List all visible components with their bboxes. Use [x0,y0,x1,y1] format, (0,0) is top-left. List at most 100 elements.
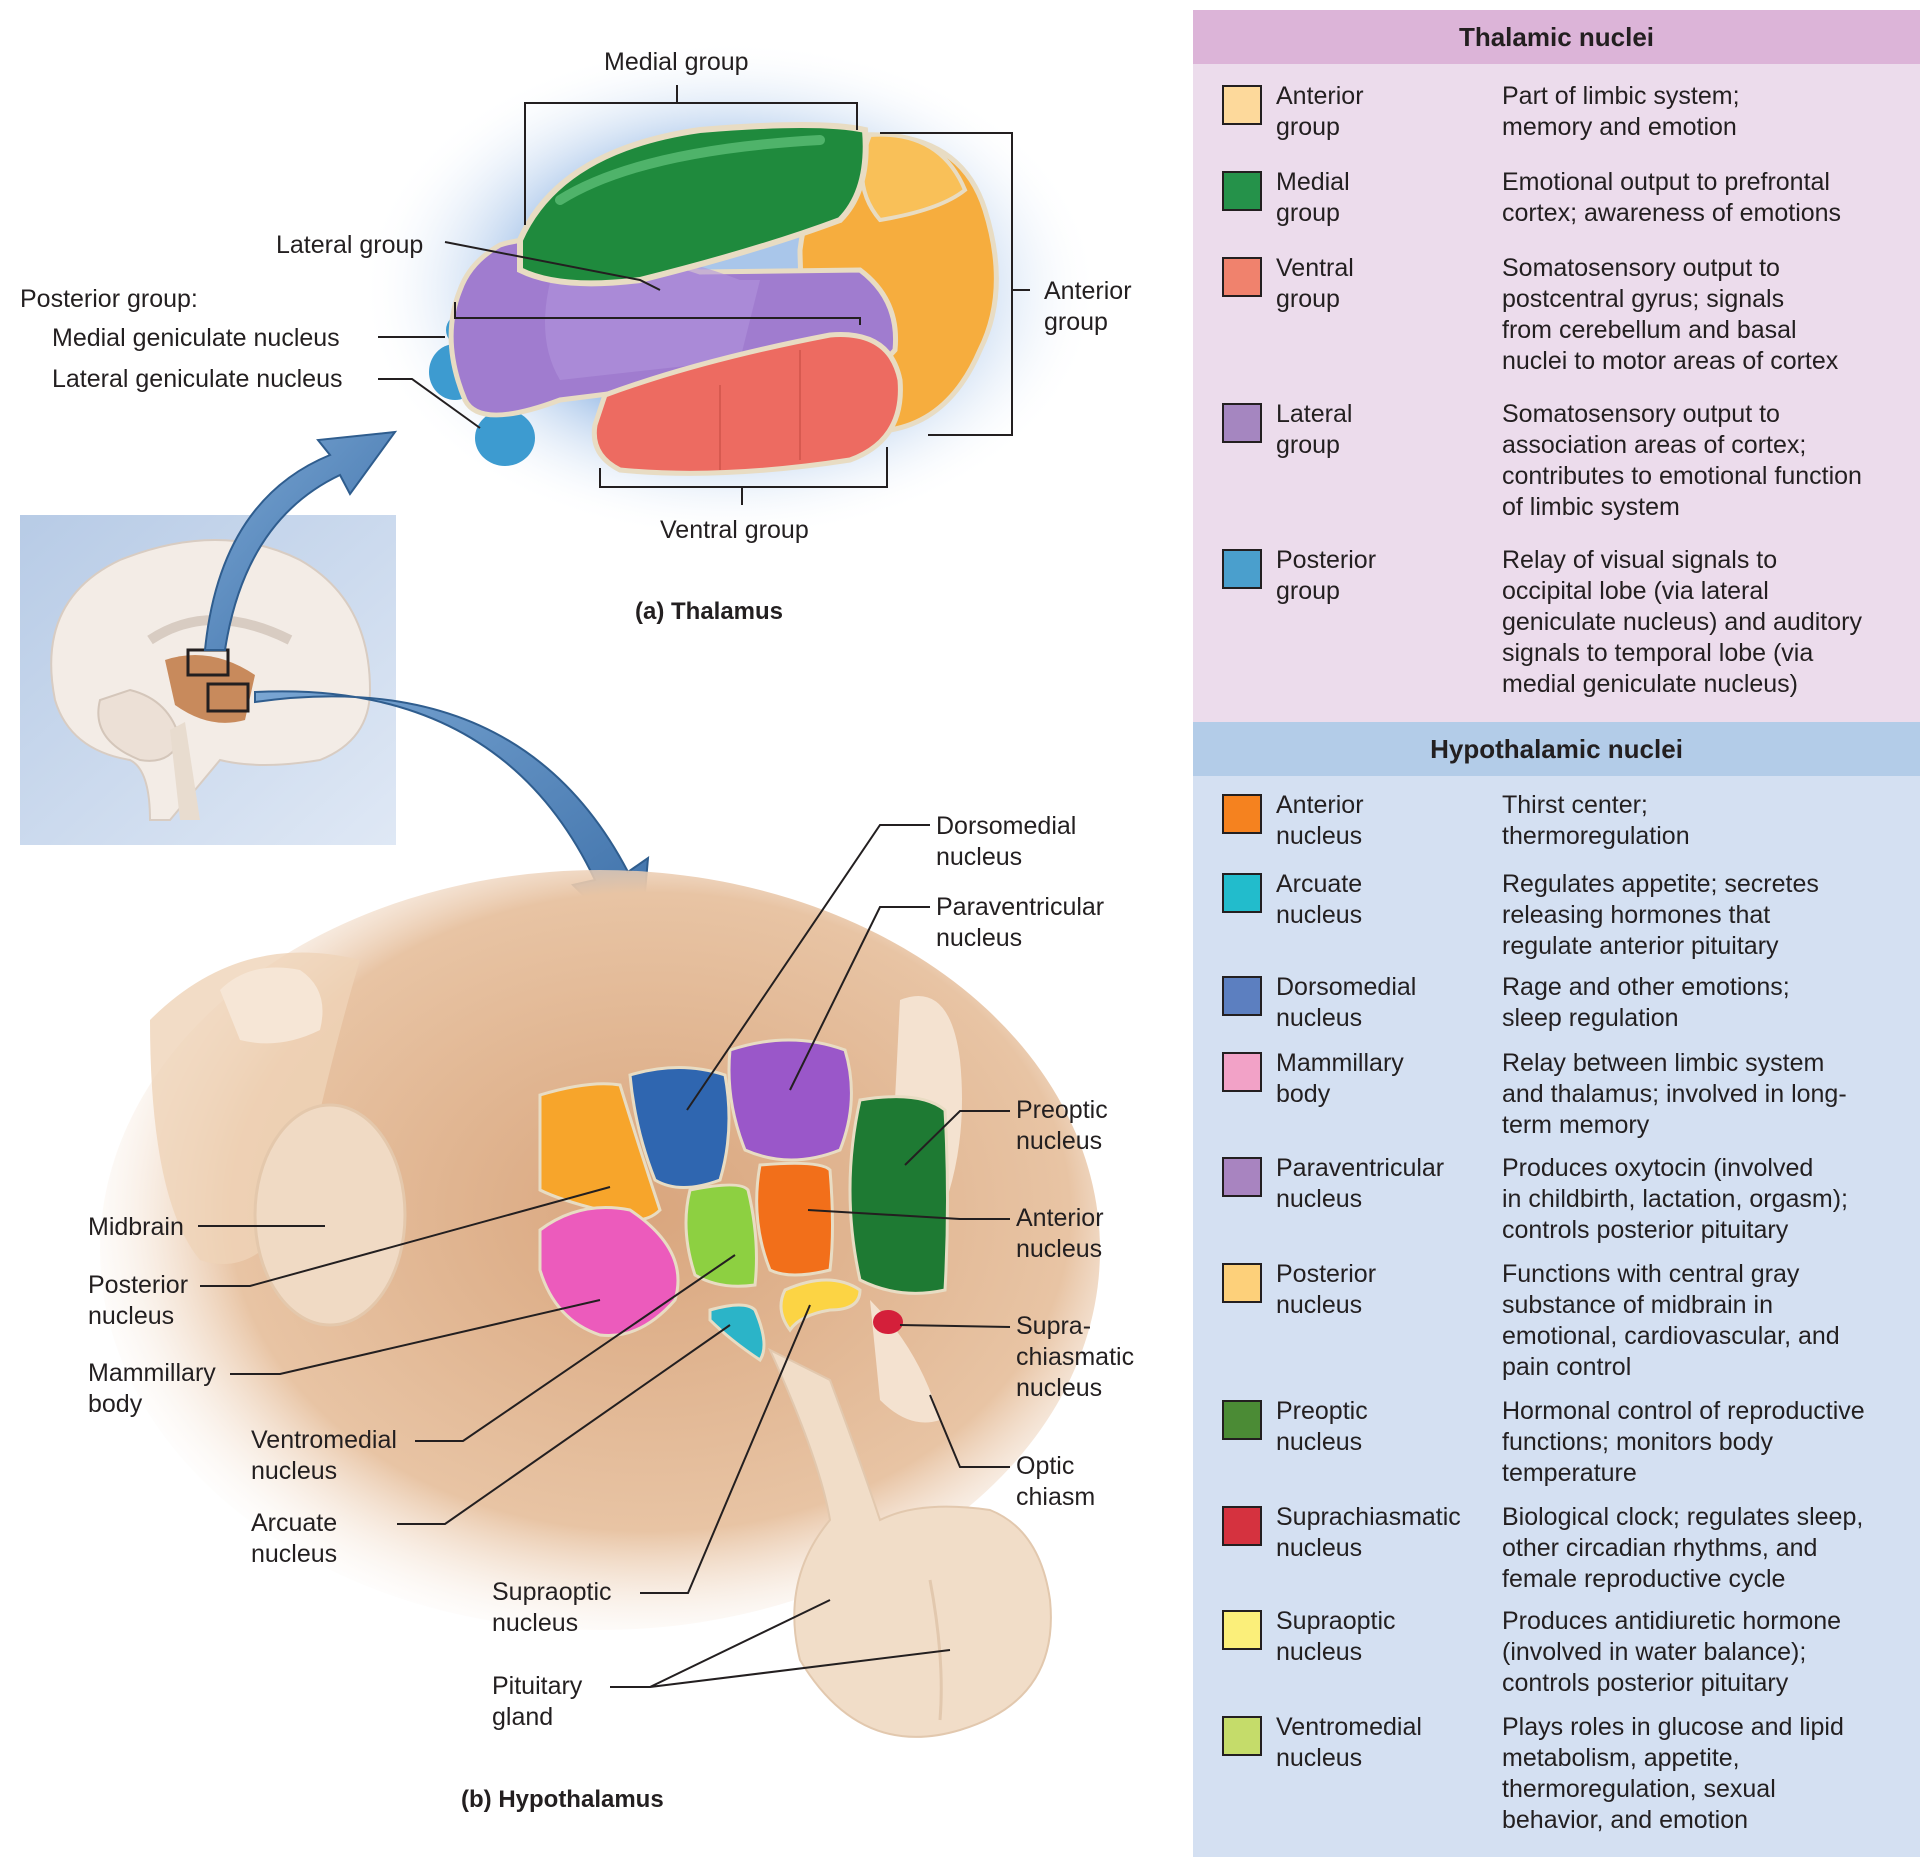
nucleus-function-line: Plays roles in glucose and lipid [1502,1713,1844,1741]
nucleus-name-line: Posterior [1276,1260,1377,1288]
nucleus-name-line: Lateral [1276,400,1353,428]
suprachiasmatic-nucleus-shape [873,1310,903,1334]
label-anterior-2: nucleus [1016,1235,1102,1263]
nucleus-name-line: nucleus [1276,1185,1363,1213]
nucleus-function-line: cortex; awareness of emotions [1502,199,1842,227]
posterior-nucleus-shape [538,1082,662,1222]
color-swatch [1222,549,1262,589]
nucleus-function-line: Produces antidiuretic hormone [1502,1607,1842,1635]
label-suprachiasmatic-1: Supra- [1016,1312,1091,1340]
nucleus-function-line: Produces oxytocin (involved [1502,1154,1814,1182]
caption-thalamus: (a) Thalamus [635,598,783,625]
label-supraoptic-2: nucleus [492,1609,578,1637]
label-anterior-group-2: group [1044,308,1108,336]
nucleus-function-line: Somatosensory output to [1502,254,1780,282]
arcuate-nucleus-shape [708,1303,766,1363]
nucleus-function-line: medial geniculate nucleus) [1502,670,1799,698]
color-swatch [1222,403,1262,443]
label-ventromedial-1: Ventromedial [251,1426,397,1454]
nucleus-name: Preoptic nucleus [1276,1396,1486,1458]
nucleus-function-line: thermoregulation, sexual [1502,1775,1776,1803]
color-swatch [1222,1400,1262,1440]
nucleus-name-line: group [1276,577,1340,605]
brainstem-shape [170,722,200,820]
nucleus-function-line: sleep regulation [1502,1004,1679,1032]
label-paraventricular-1: Paraventricular [936,893,1104,921]
label-mammillary-1: Mammillary [88,1359,216,1387]
pituitary-gland-shape [767,1347,1052,1738]
nucleus-function-line: controls posterior pituitary [1502,1216,1789,1244]
nucleus-function-line: and thalamus; involved in long- [1502,1080,1847,1108]
nucleus-function-line: (involved in water balance); [1502,1638,1807,1666]
label-optic-1: Optic [1016,1452,1074,1480]
nucleus-name-line: Posterior [1276,546,1377,574]
nucleus-function-line: Rage and other emotions; [1502,973,1790,1001]
label-lateral-geniculate: Lateral geniculate nucleus [52,365,342,393]
color-swatch [1222,1157,1262,1197]
nucleus-function-line: regulate anterior pituitary [1502,932,1779,960]
nucleus-function-line: Part of limbic system; [1502,82,1740,110]
label-paraventricular-2: nucleus [936,924,1022,952]
label-dorsomedial-1: Dorsomedial [936,812,1076,840]
nucleus-name-line: Arcuate [1276,870,1363,898]
hypothalamus-box [206,682,250,713]
nucleus-function-line: contributes to emotional function [1502,462,1862,490]
label-medial-geniculate: Medial geniculate nucleus [52,324,340,352]
nucleus-function-line: from cerebellum and basal [1502,316,1797,344]
nucleus-name-line: Anterior [1276,791,1364,819]
nucleus-function-line: releasing hormones that [1502,901,1771,929]
label-dorsomedial-2: nucleus [936,843,1022,871]
color-swatch [1222,1052,1262,1092]
nucleus-name: Posterior group [1276,545,1486,607]
color-swatch [1222,873,1262,913]
nucleus-name-line: body [1276,1080,1331,1108]
label-arcuate-2: nucleus [251,1540,337,1568]
thalamus-leaders [378,85,1030,505]
nucleus-function-line: substance of midbrain in [1502,1291,1773,1319]
color-swatch [1222,1263,1262,1303]
ventromedial-nucleus-shape [684,1183,758,1288]
hypothalamus-leaders [198,824,1011,1688]
nucleus-name-line: nucleus [1276,1638,1363,1666]
nucleus-function-line: female reproductive cycle [1502,1565,1786,1593]
color-swatch [1222,85,1262,125]
nucleus-function-line: Thirst center; [1502,791,1648,819]
label-preoptic-2: nucleus [1016,1127,1102,1155]
nucleus-function-line: pain control [1502,1353,1632,1381]
ventral-group-shape [591,332,903,476]
nucleus-function-line: postcentral gyrus; signals [1502,285,1785,313]
nucleus-function: Regulates appetite; secretes releasing ho… [1502,869,1912,962]
nucleus-function-line: geniculate nucleus) and auditory [1502,608,1862,636]
nucleus-function-line: temperature [1502,1459,1637,1487]
nucleus-name-line: Preoptic [1276,1397,1368,1425]
color-swatch [1222,1506,1262,1546]
nucleus-name-line: nucleus [1276,822,1363,850]
nucleus-name-line: nucleus [1276,1534,1363,1562]
supraoptic-nucleus-shape [779,1278,862,1333]
color-swatch [1222,257,1262,297]
nucleus-name-line: nucleus [1276,1428,1363,1456]
hypothalamus-figure: Dorsomedial nucleus Paraventricular nucl… [88,812,1134,1813]
nucleus-name-line: Medial [1276,168,1350,196]
nucleus-function-line: Regulates appetite; secretes [1502,870,1819,898]
arrow-to-hypothalamus [254,690,650,953]
nucleus-function-line: emotional, cardiovascular, and [1502,1322,1840,1350]
nucleus-name-line: Supraoptic [1276,1607,1396,1635]
nucleus-name-line: nucleus [1276,1291,1363,1319]
